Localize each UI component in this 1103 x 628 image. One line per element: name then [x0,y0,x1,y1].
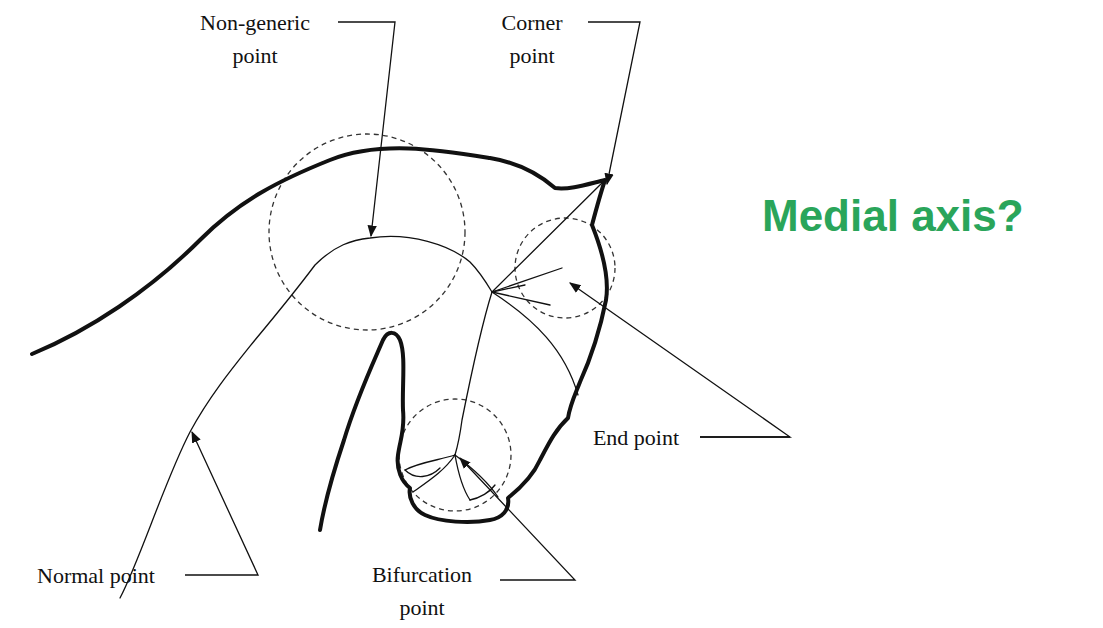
bifurcation-label: Bifurcation point [352,558,492,624]
normal-point-label: Normal point [6,559,186,592]
end-point-label: End point [566,421,706,454]
corner-label: Corner point [477,6,587,72]
non-generic-label: Non-generic point [185,6,325,72]
slide-title: Medial axis? [762,191,1024,241]
